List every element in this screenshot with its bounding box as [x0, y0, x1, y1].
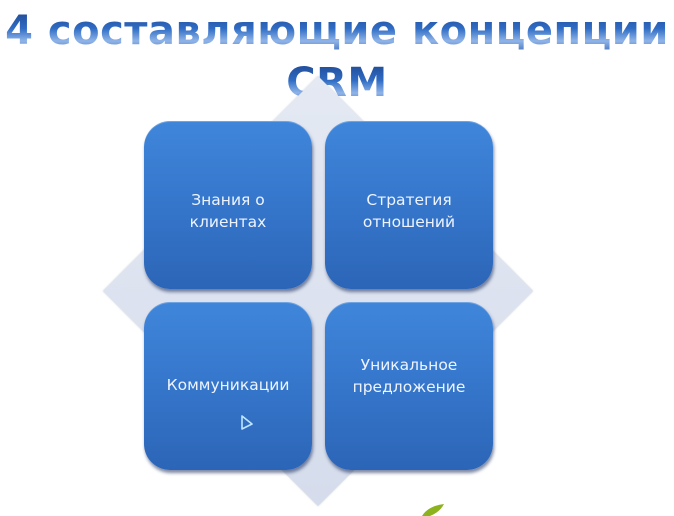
mouse-pointer-icon: [241, 415, 253, 430]
box-communications: Коммуникации: [144, 302, 312, 470]
box-customer-knowledge: Знания о клиентах: [144, 121, 312, 289]
box-unique-offer: Уникальное предложение: [325, 302, 493, 470]
slide-title-line1: 4 составляющие концепции: [0, 6, 674, 56]
box-label: Знания о клиентах: [189, 191, 267, 231]
box-relationship-strategy: Стратегия отношений: [325, 121, 493, 289]
box-label: Стратегия отношений: [362, 191, 456, 231]
box-label: Уникальное предложение: [352, 356, 466, 396]
box-label: Коммуникации: [166, 376, 290, 394]
green-leaf-icon: [422, 504, 444, 516]
